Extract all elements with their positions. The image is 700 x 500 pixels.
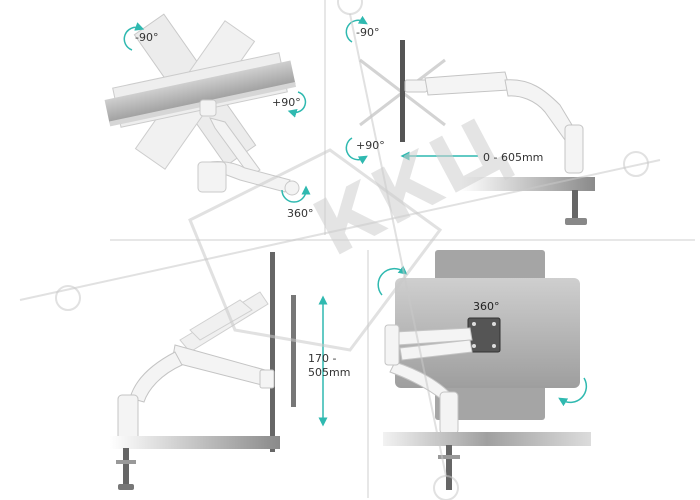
bottom-right-clamp [438,445,460,490]
watermark-graphic [19,0,661,500]
rot-arrow-br-bottom-icon [558,377,588,407]
rot-arrow-br-top-icon [377,265,408,296]
bottom-right-rotation-scene [383,250,591,490]
label-tl-rot-360: 360° [287,207,314,220]
bottom-left-height-scene [110,252,328,490]
rotation-arrows [123,15,588,407]
bottom-left-clamp [116,448,136,490]
rot-arrow-tl-360-icon [281,185,311,203]
label-bl-height-2: 505mm [308,366,351,379]
label-tl-rot-neg: -90° [135,31,159,44]
label-tr-rot-neg: -90° [356,26,380,39]
monitor-side-lower [291,295,296,407]
bottom-left-arm [117,344,275,441]
bottom-right-arm [384,324,473,435]
top-right-extension-scene [359,40,595,225]
monitor-side-upper [270,252,275,452]
bottom-right-desk [383,432,591,446]
label-tr-extension: 0 - 605mm [483,151,544,164]
top-left-arm [197,99,300,196]
top-right-arm [404,71,584,174]
top-left-rotation-scene [104,13,300,196]
top-right-desk [460,177,595,191]
top-right-clamp [565,190,587,225]
label-tl-rot-pos: +90° [272,96,301,109]
label-bl-height-1: 170 - [308,352,337,365]
rot-arrow-tl-pos-icon [287,91,307,118]
bottom-left-desk [110,436,280,449]
label-br-rotation: 360° [473,300,500,313]
rot-arrow-tl-neg-icon [123,22,145,51]
rot-arrow-tr-neg-icon [345,15,368,43]
vesa-plate [467,317,501,353]
monitor-side-profile [400,40,405,142]
rot-arrow-tr-pos-icon [345,137,368,165]
label-tr-rot-pos: +90° [356,139,385,152]
panel-dividers [110,0,695,498]
